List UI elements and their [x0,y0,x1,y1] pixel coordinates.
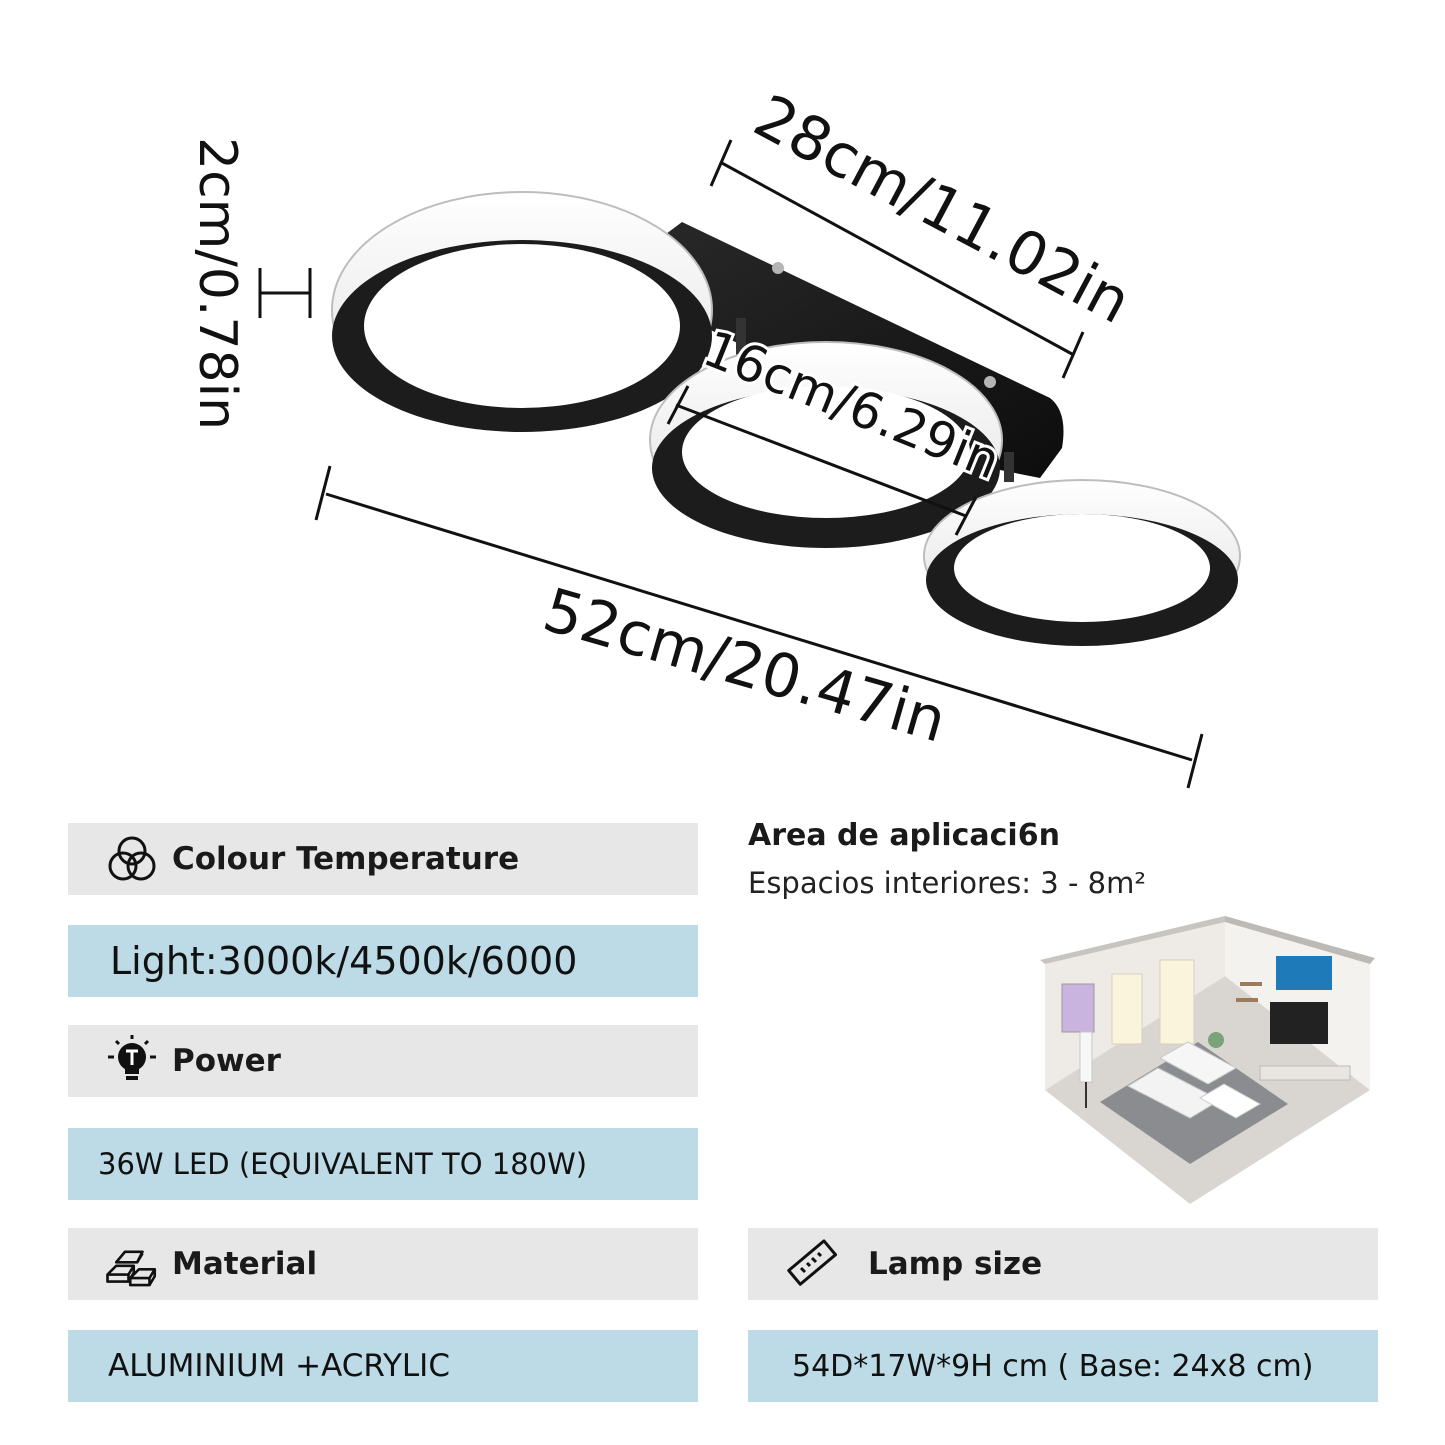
colour-temperature-header: Colour Temperature [172,841,520,877]
power-value-bar: 36W LED (EQUIVALENT TO 180W) [68,1128,698,1200]
lamp-ring-large [331,191,713,432]
lamp-size-value: 54D*17W*9H cm ( Base: 24x8 cm) [792,1348,1314,1384]
power-header-bar: Power [68,1025,698,1097]
light-bulb-icon [104,1033,160,1089]
lamp-size-header: Lamp size [868,1246,1043,1282]
lamp-size-header-bar: Lamp size [748,1228,1378,1300]
application-area-title: Area de aplicaci6n [748,818,1060,853]
ring-diameter-dimension-line [666,385,978,536]
ingot-stack-icon [104,1236,160,1292]
overlapping-circles-icon [104,831,160,887]
power-value: 36W LED (EQUIVALENT TO 180W) [98,1147,588,1181]
colour-temperature-value: Light:3000k/4500k/6000 [110,939,578,983]
product-dimension-drawing: 2cm/0.78in 28cm/11.02in 16cm/6.29in 52cm… [187,81,1241,789]
lamp-size-value-bar: 54D*17W*9H cm ( Base: 24x8 cm) [748,1330,1378,1402]
material-header-bar: Material [68,1228,698,1300]
material-value-bar: ALUMINIUM +ACRYLIC [68,1330,698,1402]
height-dimension-marker [258,268,312,318]
application-area-text: Espacios interiores: 3 - 8m² [748,866,1146,900]
power-header: Power [172,1043,281,1079]
total-length-dimension-line [314,465,1204,789]
material-header: Material [172,1246,318,1282]
material-value: ALUMINIUM +ACRYLIC [108,1348,450,1384]
colour-temperature-value-bar: Light:3000k/4500k/6000 [68,925,698,997]
height-label: 2cm/0.78in [187,137,247,430]
total-length-label: 52cm/20.47in [536,575,954,757]
ruler-icon [784,1236,840,1292]
base-width-dimension-line [709,139,1085,379]
living-room-illustration [1040,916,1375,1204]
lamp-ring-middle [649,341,1003,548]
colour-temperature-header-bar: Colour Temperature [68,823,698,895]
lamp-ring-small [923,479,1241,646]
